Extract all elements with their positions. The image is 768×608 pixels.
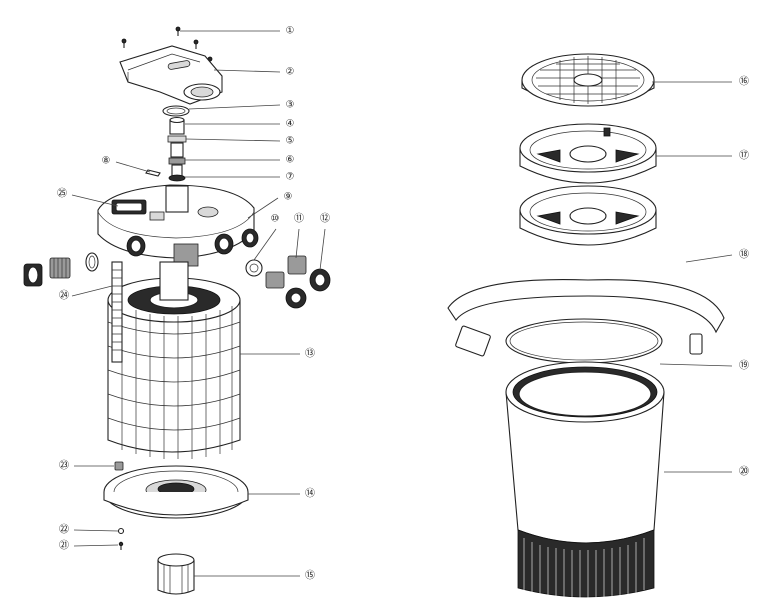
callout-3: ③: [286, 100, 295, 111]
svg-text:①: ①: [286, 26, 295, 37]
svg-text:㉒: ㉒: [59, 524, 69, 536]
callout-15: ⑮: [305, 570, 315, 582]
svg-text:⑰: ⑰: [739, 150, 749, 162]
svg-text:㉑: ㉑: [59, 540, 69, 552]
svg-text:⑳: ⑳: [739, 466, 749, 478]
part-top-grille: [521, 53, 655, 107]
part-small-nut: [114, 461, 124, 471]
leader-lines: [71, 30, 733, 577]
svg-text:㉕: ㉕: [57, 188, 67, 200]
part-cap: [157, 553, 195, 595]
callout-17: ⑰: [739, 150, 749, 162]
left-assembly: [23, 26, 331, 595]
svg-text:⑨: ⑨: [284, 192, 293, 203]
svg-text:㉓: ㉓: [59, 460, 69, 472]
part-right-fittings: [245, 255, 331, 309]
part-filter-cylinder: [107, 261, 241, 459]
svg-text:㉔: ㉔: [59, 290, 69, 302]
callout-19: ⑲: [739, 360, 749, 372]
callout-16: ⑯: [739, 76, 749, 88]
part-washer: [117, 527, 125, 535]
part-clip: [145, 169, 161, 177]
part-shaft-stack: [167, 116, 187, 182]
callout-9: ⑨: [284, 192, 293, 203]
callout-12: ⑫: [320, 213, 330, 225]
svg-text:④: ④: [286, 119, 295, 130]
svg-text:⑩: ⑩: [271, 214, 280, 225]
callout-10: ⑩: [271, 214, 280, 225]
svg-text:②: ②: [286, 67, 295, 78]
svg-text:⑱: ⑱: [739, 249, 749, 261]
svg-text:⑲: ⑲: [739, 360, 749, 372]
svg-text:⑪: ⑪: [294, 213, 304, 225]
svg-text:⑧: ⑧: [102, 156, 111, 167]
callout-11: ⑪: [294, 213, 304, 225]
svg-text:⑯: ⑯: [739, 76, 749, 88]
svg-text:⑥: ⑥: [286, 155, 295, 166]
part-container: [505, 361, 665, 599]
callout-18: ⑱: [739, 249, 749, 261]
callout-1: ①: [286, 26, 295, 37]
svg-text:⑬: ⑬: [305, 348, 315, 360]
right-assembly: [447, 53, 725, 599]
part-handle-cover: [119, 45, 223, 105]
part-left-fittings: [23, 252, 99, 287]
svg-text:⑭: ⑭: [305, 488, 315, 500]
callout-21: ㉑: [59, 540, 69, 552]
callout-7: ⑦: [286, 172, 295, 183]
svg-text:⑮: ⑮: [305, 570, 315, 582]
callout-13: ⑬: [305, 348, 315, 360]
part-clamp-band: [447, 279, 725, 357]
svg-text:⑦: ⑦: [286, 172, 295, 183]
svg-text:⑤: ⑤: [286, 136, 295, 147]
part-large-oring: [505, 318, 663, 364]
callout-2: ②: [286, 67, 295, 78]
callout-20: ⑳: [739, 466, 749, 478]
callout-4: ④: [286, 119, 295, 130]
callout-6: ⑥: [286, 155, 295, 166]
part-tray-lower: [519, 185, 657, 246]
callout-22: ㉒: [59, 524, 69, 536]
callout-5: ⑤: [286, 136, 295, 147]
callout-8: ⑧: [102, 156, 111, 167]
part-base-plate: [103, 465, 249, 519]
part-tray-upper: [519, 123, 657, 184]
callout-24: ㉔: [59, 290, 69, 302]
callout-23: ㉓: [59, 460, 69, 472]
callout-25: ㉕: [57, 188, 67, 200]
svg-text:③: ③: [286, 100, 295, 111]
svg-text:⑫: ⑫: [320, 213, 330, 225]
callout-14: ⑭: [305, 488, 315, 500]
part-small-screw: [118, 541, 124, 550]
part-top-housing: [97, 184, 259, 267]
